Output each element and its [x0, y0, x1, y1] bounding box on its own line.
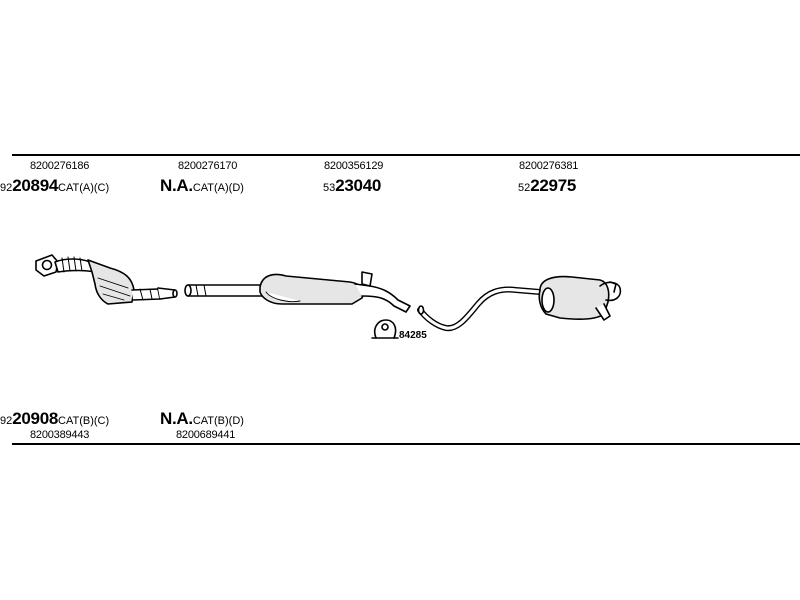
centre-silencer-part — [184, 271, 411, 313]
catalytic-converter-part — [35, 254, 178, 305]
part-code-label: N.A.CAT(A)(D) — [160, 176, 244, 195]
oem-number: 8200356129 — [324, 160, 384, 172]
oem-number: 8200276186 — [30, 160, 90, 172]
oem-number: 8200389443 — [30, 429, 90, 441]
part-code-label: 5222975 — [518, 176, 577, 195]
oem-number: 8200689441 — [176, 429, 236, 441]
oem-number: 8200276381 — [519, 160, 579, 172]
part-code-label: 9220908CAT(B)(C) — [0, 409, 110, 428]
bottom-divider-line — [12, 443, 800, 445]
clamp-part — [371, 319, 399, 339]
top-divider-line — [12, 154, 800, 156]
part-code-label: N.A.CAT(B)(D) — [160, 409, 244, 428]
rear-silencer-part — [417, 275, 622, 332]
clamp-part-code: 84285 — [399, 330, 427, 341]
part-code-label: 5323040 — [323, 176, 382, 195]
oem-number: 8200276170 — [178, 160, 238, 172]
part-code-label: 9220894CAT(A)(C) — [0, 176, 110, 195]
